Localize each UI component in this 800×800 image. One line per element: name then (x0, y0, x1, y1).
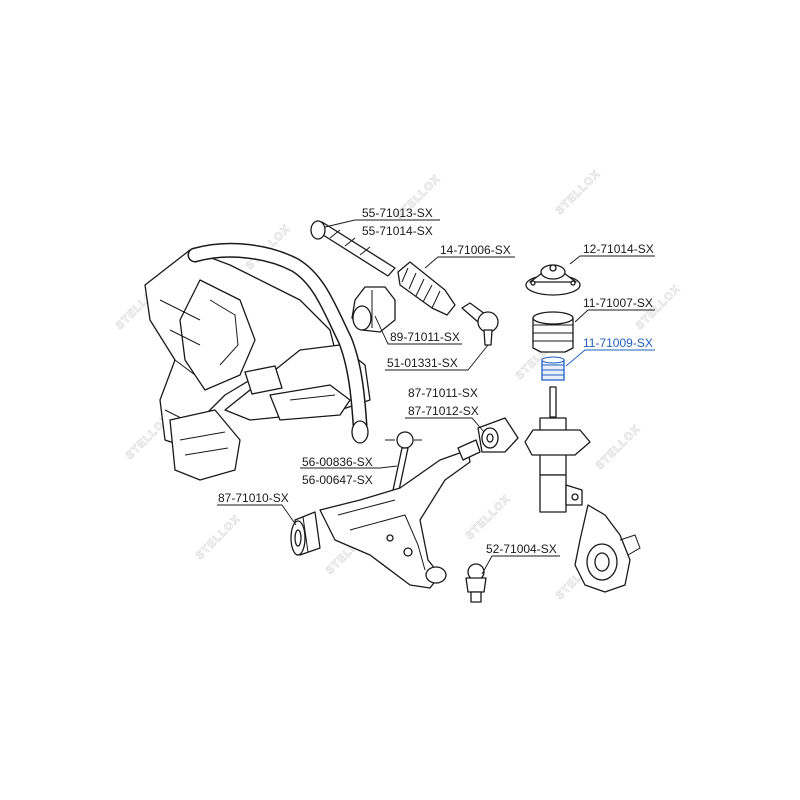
part-label: 11-71007-SX (583, 296, 653, 310)
watermark: STELLOX (194, 513, 243, 562)
part-label: 87-71011-SX (408, 386, 478, 400)
rear-arm-bushing (477, 417, 519, 453)
part-label: 14-71006-SX (440, 243, 511, 257)
ball-joint (465, 563, 487, 603)
front-arm-bushing (290, 511, 321, 556)
strut-dust-boot (532, 311, 574, 353)
part-label-highlighted: 11-71009-SX (583, 336, 653, 350)
part-label: 56-00647-SX (302, 473, 373, 487)
subframe (144, 249, 371, 481)
lower-control-arm (319, 439, 481, 589)
watermark: STELLOX (464, 493, 513, 542)
leader-lines (217, 219, 655, 575)
outer-tie-rod-end (461, 302, 499, 346)
part-label: 55-71014-SX (362, 224, 433, 238)
part-label: 56-00836-SX (302, 455, 373, 469)
part-label: 12-71014-SX (583, 242, 654, 256)
watermark: STELLOX (554, 168, 603, 217)
shock-absorber (524, 386, 591, 513)
part-label: 87-71012-SX (408, 404, 479, 418)
part-label: 89-71011-SX (390, 330, 460, 344)
stabilizer-bushing (351, 286, 396, 333)
steering-knuckle (574, 504, 641, 593)
part-label: 51-01331-SX (387, 356, 458, 370)
bump-stop (541, 356, 565, 381)
part-labels: 55-71013-SX 55-71014-SX 14-71006-SX 12-7… (218, 206, 654, 556)
watermark: STELLOX (594, 423, 643, 472)
part-label: 87-71010-SX (218, 491, 289, 505)
stabilizer-bar (187, 242, 369, 444)
steering-boot (397, 261, 456, 316)
part-label: 55-71013-SX (362, 206, 433, 220)
inner-tie-rod (310, 220, 396, 277)
strut-top-mount (525, 264, 581, 296)
part-label: 52-71004-SX (486, 542, 557, 556)
